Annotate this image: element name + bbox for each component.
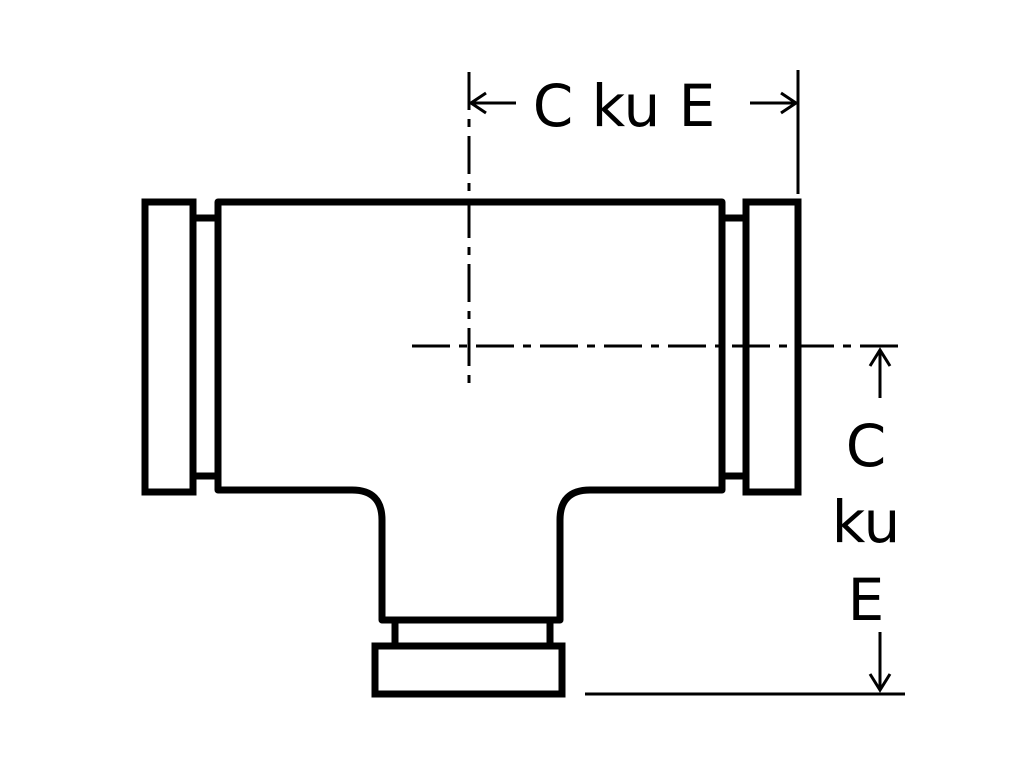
extension-lines [585,70,905,696]
left-end [141,198,222,496]
center-lines [412,72,905,392]
horizontal-dimension: C ku E [468,72,799,140]
tee-body [214,198,726,624]
tee-outline [214,198,726,624]
left-groove [189,214,222,480]
branch-end-ring [371,642,566,698]
vertical-dimension: C ku E [832,347,901,693]
vertical-dimension-label-line1: C [846,412,887,480]
left-end-ring [141,198,197,496]
branch-groove [391,616,554,650]
branch-end [371,616,566,698]
vertical-dimension-label-line3: E [848,566,885,634]
v-dim-bottom-arrowhead [868,673,892,693]
horizontal-dimension-label: C ku E [533,72,716,140]
vertical-dimension-label-line2: ku [832,488,901,556]
h-dim-right-arrowhead [780,91,799,115]
h-dim-left-arrowhead [468,91,487,115]
v-dim-top-arrowhead [868,347,892,367]
